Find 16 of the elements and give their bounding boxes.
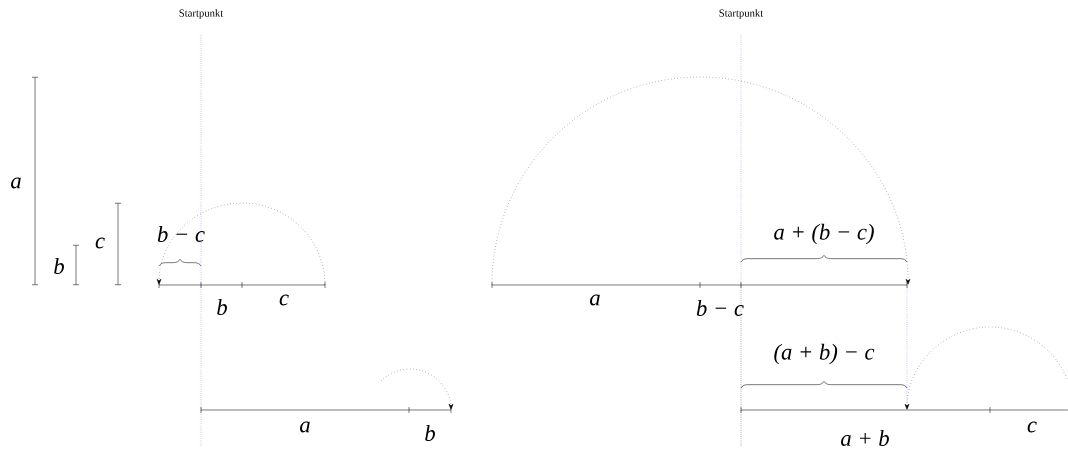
variable-label: b − c <box>696 300 744 316</box>
variable-label: b <box>54 258 64 274</box>
variable-label: b <box>217 299 227 315</box>
variable-label: c <box>1027 421 1037 433</box>
variable-label: b <box>425 425 435 441</box>
variable-label: (a + b) − c <box>774 343 875 365</box>
variable-label: a <box>590 294 600 306</box>
start-label: Startpunkt <box>719 9 764 19</box>
variable-label: a <box>300 421 310 433</box>
variable-label: a + (b − c) <box>774 223 874 245</box>
variable-label: a + b <box>841 430 889 446</box>
variable-label: c <box>279 294 289 306</box>
variable-label: c <box>95 237 105 249</box>
variable-label: b − c <box>157 226 205 242</box>
start-label: Startpunkt <box>179 9 224 19</box>
variable-label: a <box>11 177 21 189</box>
